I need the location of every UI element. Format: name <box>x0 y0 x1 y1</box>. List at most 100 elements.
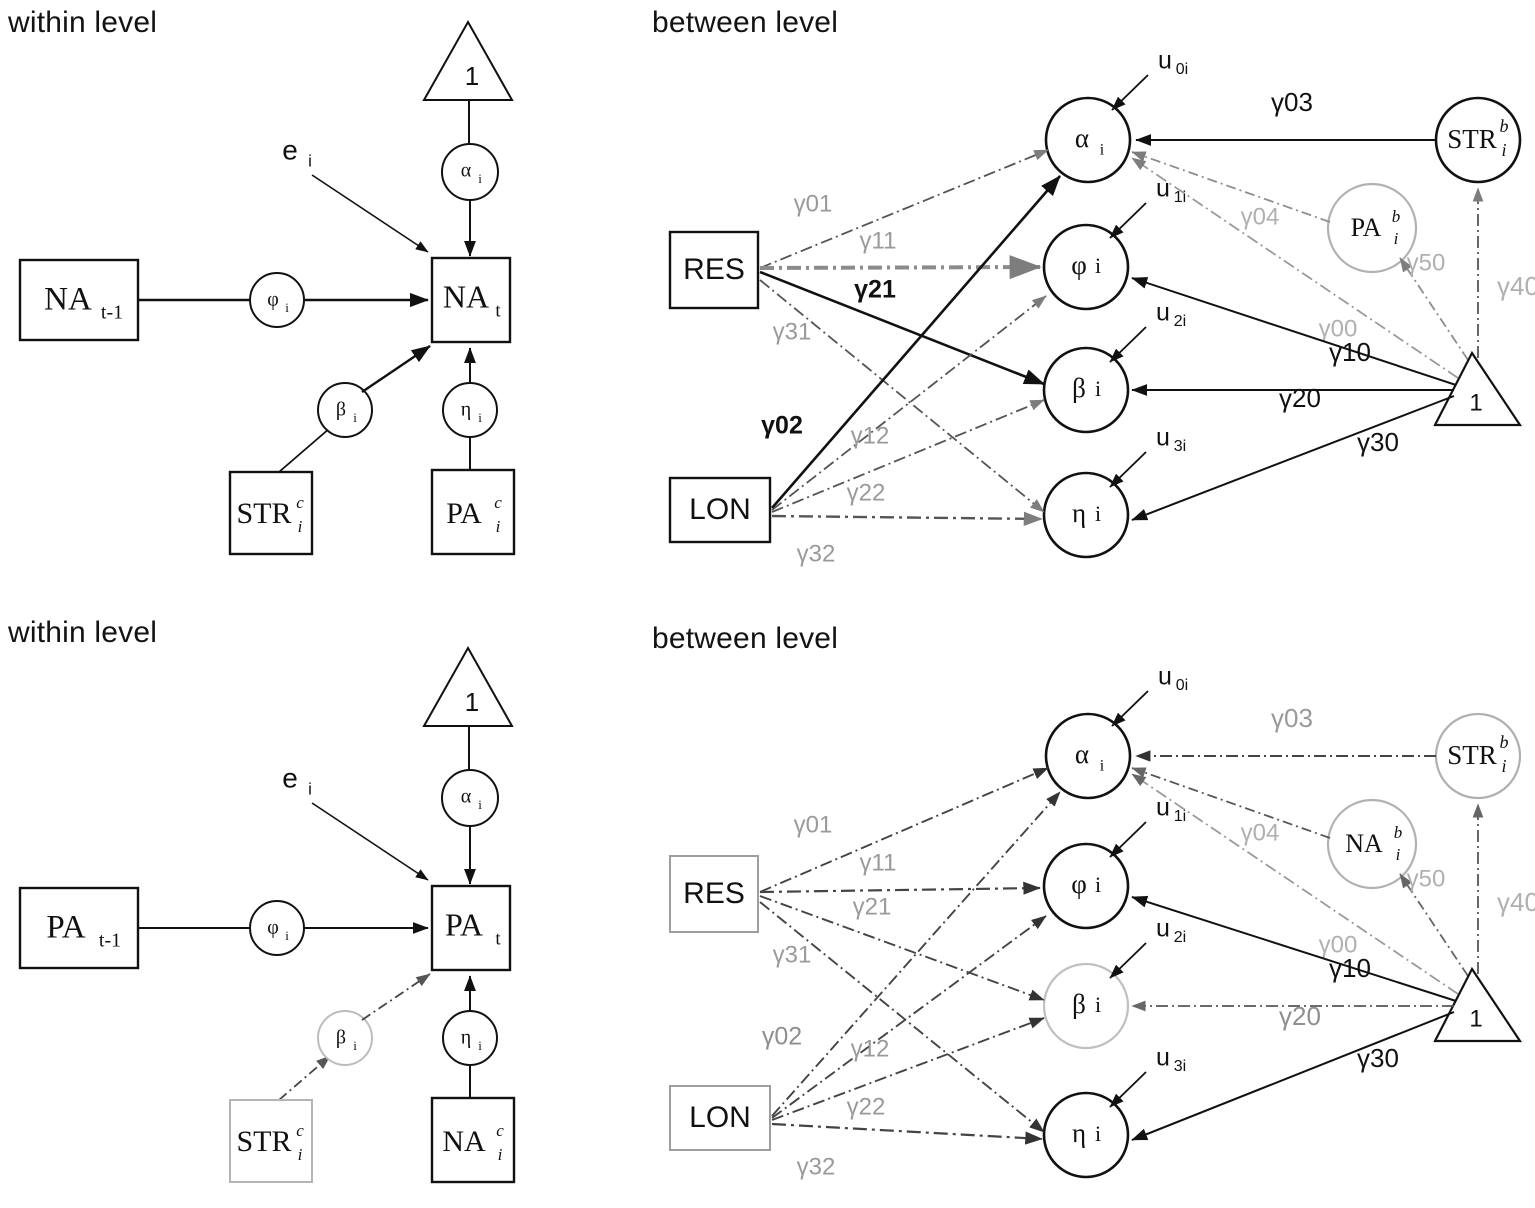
latent-eta-sub-top: i <box>478 410 482 425</box>
residual-u3i-label-top: u <box>1156 424 1170 452</box>
constant-triangle-label-bottom: 1 <box>465 687 479 717</box>
edge-one-to-eta-between-top <box>1131 395 1455 521</box>
observed-lag-sub-top: t-1 <box>101 302 123 324</box>
edge-u0i-top <box>1111 74 1149 111</box>
path-label-g00-top: γ00 <box>1319 315 1358 342</box>
within-top-diagram: 1 α i e i NA t-1 φ i NA <box>18 19 516 556</box>
latent-beta-sub-bottom: i <box>353 1038 357 1053</box>
observed-lag-box-bottom <box>18 886 140 970</box>
edge-error-to-outcome-bottom <box>311 802 429 881</box>
latent-phi-between-top <box>1042 223 1130 311</box>
edge-res-to-phi-top <box>759 255 1042 280</box>
observed-outcome-sub-bottom: t <box>495 928 501 949</box>
edge-lon-to-alpha-top <box>771 175 1061 509</box>
latent-beta-between-top <box>1042 346 1130 434</box>
panel-title-between-top: between level <box>652 6 839 39</box>
observed-lag-label-top: NA <box>44 282 92 318</box>
latent-eta-between-label-bottom: η <box>1072 1118 1086 1148</box>
error-label-top: e <box>282 134 298 165</box>
edge-strc-to-beta-top <box>278 427 331 473</box>
edge-u3i-top <box>1109 451 1147 488</box>
latent-eta-between-sub-top: i <box>1095 501 1101 526</box>
observed-res-label-top: RES <box>683 253 745 286</box>
edge-lon-to-beta-bottom <box>771 1017 1045 1121</box>
observed-nac-label-bottom: NA <box>442 1125 486 1158</box>
latent-eta-label-bottom: η <box>461 1027 471 1049</box>
residual-u1i-sub-bottom: 1i <box>1174 808 1186 825</box>
edge-beta-to-outcome-bottom <box>361 973 431 1021</box>
latent-strb-sup-bottom: b <box>1500 732 1509 752</box>
edge-res-to-alpha-top <box>759 149 1049 269</box>
latent-eta-between-label-top: η <box>1072 498 1086 528</box>
edge-lon-to-eta-top <box>771 511 1043 526</box>
path-label-g12-bottom: γ12 <box>851 1035 890 1062</box>
residual-u2i-label-top: u <box>1156 299 1170 327</box>
edge-res-to-eta-bottom <box>759 901 1045 1133</box>
latent-phi-between-sub-top: i <box>1095 253 1101 278</box>
observed-pac-sup-top: c <box>494 493 502 512</box>
latent-alpha-between-sub-bottom: i <box>1100 758 1105 775</box>
residual-u1i-label-bottom: u <box>1156 794 1170 822</box>
latent-alpha-sub-top: i <box>478 171 482 186</box>
path-label-g10-top: γ10 <box>1329 337 1371 367</box>
observed-nac-box-bottom <box>430 1096 516 1184</box>
observed-nac-sup-bottom: c <box>496 1121 504 1140</box>
latent-phi-sub-bottom: i <box>285 928 289 943</box>
path-label-g03-top: γ03 <box>1271 87 1313 117</box>
residual-u3i-sub-bottom: 3i <box>1174 1058 1186 1075</box>
observed-outcome-label-top: NA <box>443 278 489 314</box>
latent-beta-label-top: β <box>336 399 346 421</box>
observed-outcome-sub-top: t <box>495 300 501 321</box>
latent-eta-sub-bottom: i <box>478 1038 482 1053</box>
edge-strc-to-beta-bottom <box>278 1055 331 1101</box>
observed-outcome-box-top <box>430 256 512 344</box>
observed-res-box-top <box>668 230 760 310</box>
latent-eta-top <box>442 382 498 438</box>
latent-alpha-label-bottom: α <box>461 786 472 808</box>
latent-beta-between-label-top: β <box>1072 373 1086 403</box>
observed-outcome-box-bottom <box>430 884 512 972</box>
latent-phi-between-label-top: φ <box>1071 250 1087 280</box>
latent-pab-sub-top: i <box>1394 229 1399 248</box>
path-label-g11-bottom: γ11 <box>860 849 897 876</box>
edge-pab-to-alpha-top <box>1131 151 1331 223</box>
path-label-g31-bottom: γ31 <box>773 941 812 968</box>
path-label-g12-top: γ12 <box>851 422 890 449</box>
panel-within-level-pa: within level 1 α i e i PA t-1 <box>0 608 600 1208</box>
path-label-g04-bottom: γ04 <box>1241 819 1280 846</box>
edge-one-to-phi-between-top <box>1131 277 1457 386</box>
observed-pac-sub-top: i <box>496 517 501 536</box>
latent-beta-label-bottom: β <box>336 1027 346 1049</box>
latent-strb-sup-top: b <box>1500 116 1509 136</box>
edge-u0i-bottom <box>1111 690 1149 727</box>
residual-u1i-label-top: u <box>1156 175 1170 203</box>
latent-nab-label-bottom: NA <box>1345 829 1383 858</box>
observed-lag-sub-bottom: t-1 <box>99 930 121 952</box>
residual-u0i-sub-bottom: 0i <box>1176 677 1188 694</box>
edge-lon-to-phi-bottom <box>771 915 1047 1119</box>
path-label-g21-bottom: γ21 <box>853 893 892 920</box>
latent-nab-sub-bottom: i <box>1396 845 1401 864</box>
edge-u1i-top <box>1109 202 1147 239</box>
observed-strc-sub-bottom: i <box>298 1145 303 1164</box>
observed-lon-box-bottom <box>669 1085 771 1151</box>
residual-u1i-sub-top: 1i <box>1174 189 1186 206</box>
path-label-g40-bottom: γ40 <box>1497 887 1535 917</box>
edge-res-to-beta-bottom <box>759 895 1045 1001</box>
constant-triangle-between-bottom <box>1433 966 1523 1043</box>
path-label-g32-bottom: γ32 <box>797 1153 836 1180</box>
residual-u3i-sub-top: 3i <box>1174 438 1186 455</box>
between-bottom-diagram: RES LON α i φ i β i η i u 0i u 1i u <box>669 663 1535 1180</box>
edge-lon-to-phi-top <box>771 295 1047 511</box>
residual-u0i-label-top: u <box>1158 47 1172 75</box>
path-label-g20-top: γ20 <box>1279 383 1321 413</box>
latent-alpha-between-top <box>1044 96 1132 184</box>
path-label-g30-bottom: γ30 <box>1357 1043 1399 1073</box>
observed-lag-box-top <box>18 258 140 342</box>
path-label-g30-top: γ30 <box>1357 427 1399 457</box>
latent-beta-bottom <box>317 1010 373 1066</box>
path-label-g10-bottom: γ10 <box>1329 953 1371 983</box>
error-sub-top: i <box>308 151 312 170</box>
edge-one-to-pab-top <box>1399 257 1469 361</box>
observed-strc-label-top: STR <box>236 497 291 530</box>
